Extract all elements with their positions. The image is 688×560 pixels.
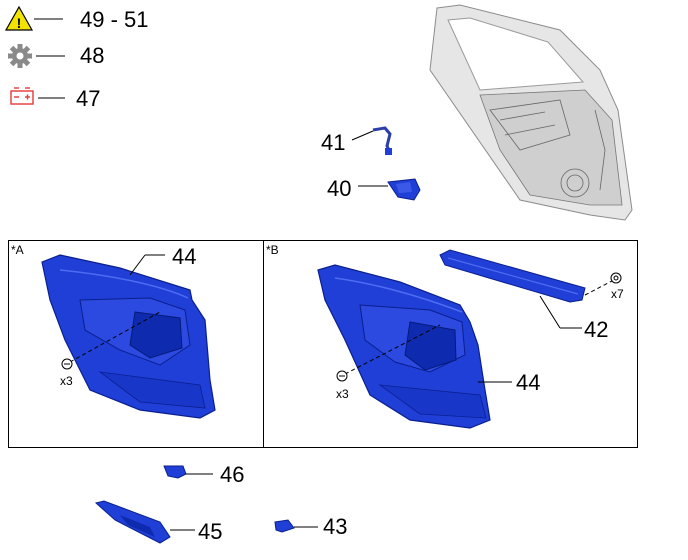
clip-icon [610, 272, 622, 284]
panel-b-qty-clip: x7 [611, 287, 624, 301]
callout-46: 46 [220, 462, 245, 487]
callout-43: 43 [323, 514, 348, 539]
legend-label-warning: 49 - 51 [80, 7, 149, 32]
screw-icon [61, 358, 73, 370]
callout-44-b: 44 [516, 370, 541, 395]
svg-text:!: ! [17, 15, 22, 31]
panel-a-qty: x3 [60, 374, 73, 388]
legend-label-gear: 48 [80, 43, 105, 68]
callout-41: 41 [321, 130, 346, 155]
callout-40: 40 [327, 176, 352, 201]
panel-b-label: *B [266, 243, 279, 257]
panel-b [263, 240, 638, 448]
screw-icon [336, 370, 348, 382]
panel-b-qty-screw: x3 [336, 387, 349, 401]
callout-45: 45 [198, 519, 223, 544]
legend-label-battery: 47 [76, 86, 101, 111]
callout-42: 42 [584, 317, 609, 342]
callout-44-a: 44 [172, 244, 197, 269]
panel-a-label: *A [11, 243, 24, 257]
